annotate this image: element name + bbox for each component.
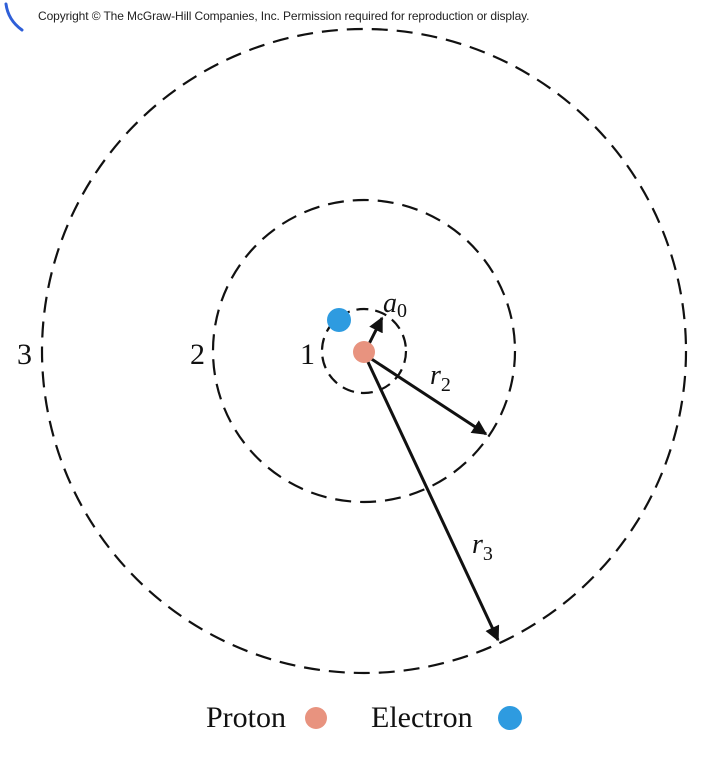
orbit-label-2: 2 [190,338,205,371]
radius-label-r3: r3 [472,529,493,565]
orbit-3 [40,27,688,675]
proton-particle [353,341,375,363]
radius-arrow-r3 [366,361,500,642]
legend-proton-swatch [305,707,327,729]
pen-annotation-mark [4,2,24,32]
radius-symbol-r3: r [472,529,483,560]
orbit-2 [211,198,517,504]
radius-label-a0: a0 [383,288,407,322]
radius-subscript-0: 0 [397,300,407,322]
orbit-label-3: 3 [17,338,32,371]
radius-label-r2: r2 [430,360,451,396]
legend-electron-swatch [498,706,522,730]
electron-particle [327,308,351,332]
radius-subscript-3: 3 [483,543,493,565]
pen-stroke [4,2,24,32]
legend-proton-label: Proton [206,701,286,734]
radius-symbol-r2: r [430,360,441,391]
radius-symbol-a: a [383,288,397,319]
orbit-label-1: 1 [300,338,315,371]
copyright-notice: Copyright © The McGraw-Hill Companies, I… [38,9,530,23]
legend-electron-label: Electron [371,701,473,734]
radius-arrow-r2 [369,356,488,436]
orbit-1 [320,307,408,395]
radius-subscript-2: 2 [441,374,451,396]
